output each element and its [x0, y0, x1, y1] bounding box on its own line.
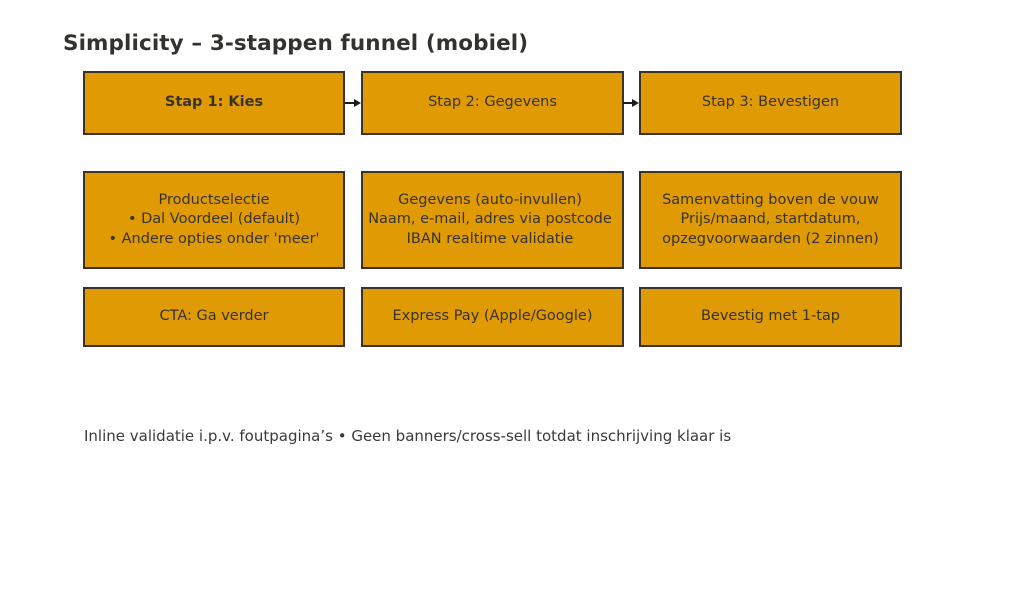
step-detail-box-1[interactable]: Productselectie • Dal Voordeel (default)…: [83, 171, 345, 269]
step-cta-label-3: Bevestig met 1-tap: [700, 308, 841, 325]
footnote-text: Inline validatie i.p.v. foutpagina’s • G…: [84, 427, 732, 445]
arrow-head: [354, 98, 361, 107]
page-title: Simplicity – 3-stappen funnel (mobiel): [63, 31, 529, 56]
step-header-label-3: Stap 3: Bevestigen: [701, 94, 840, 111]
step-detail-label-3: Samenvatting boven de vouw Prijs/maand, …: [662, 192, 879, 247]
step-header-box-2[interactable]: Stap 2: Gegevens: [361, 71, 624, 135]
arrow-shaft: [345, 102, 356, 104]
step-cta-box-3[interactable]: Bevestig met 1-tap: [639, 287, 902, 347]
step-detail-box-3[interactable]: Samenvatting boven de vouw Prijs/maand, …: [639, 171, 902, 269]
step-cta-box-2[interactable]: Express Pay (Apple/Google): [361, 287, 624, 347]
arrow-right-icon-step2-to-step3: [623, 97, 639, 109]
arrow-head: [632, 98, 639, 107]
arrow-right-icon-step1-to-step2: [345, 97, 361, 109]
step-cta-label-1: CTA: Ga verder: [159, 308, 269, 325]
step-detail-label-1: Productselectie • Dal Voordeel (default)…: [108, 192, 320, 247]
arrow-shaft: [623, 102, 634, 104]
step-cta-box-1[interactable]: CTA: Ga verder: [83, 287, 345, 347]
step-header-label-2: Stap 2: Gegevens: [428, 94, 557, 111]
step-header-box-1[interactable]: Stap 1: Kies: [83, 71, 345, 135]
step-header-box-3[interactable]: Stap 3: Bevestigen: [639, 71, 902, 135]
step-cta-label-2: Express Pay (Apple/Google): [392, 308, 593, 325]
step-detail-label-2: Gegevens (auto-invullen) Naam, e-mail, a…: [368, 192, 612, 247]
step-detail-box-2[interactable]: Gegevens (auto-invullen) Naam, e-mail, a…: [361, 171, 624, 269]
step-header-label-1: Stap 1: Kies: [164, 94, 264, 111]
